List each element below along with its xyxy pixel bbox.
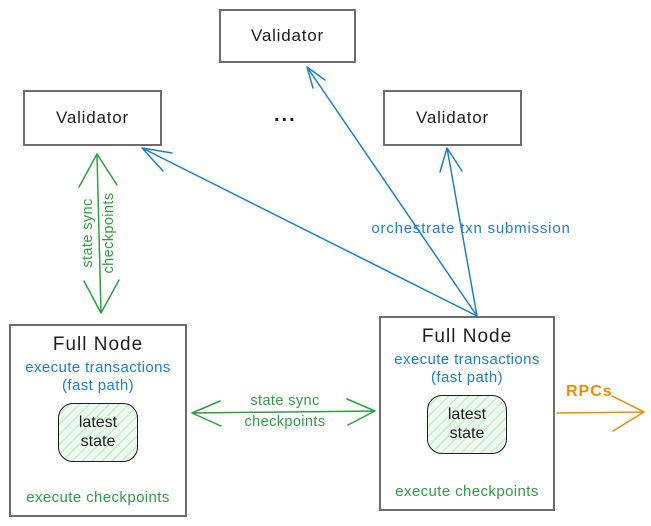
state-sync-checkpoints-horizontal-label: state sync checkpoints [244,393,326,430]
full-node-right-title: Full Node [421,326,513,347]
validator-right-label: Validator [415,108,490,127]
full-node-left-title: Full Node [52,334,144,355]
full-node-left-latest-state-box: latest state [58,403,138,462]
validator-top-box: Validator [219,9,356,63]
full-node-right-box: Full Node execute transactions (fast pat… [379,316,555,511]
full-node-right-execute-transactions: execute transactions (fast path) [394,351,540,386]
full-node-left-box: Full Node execute transactions (fast pat… [9,324,187,517]
arrow-rpcs [556,395,645,432]
validator-left-label: Validator [55,108,130,127]
full-node-left-execute-transactions: execute transactions (fast path) [25,359,171,394]
validator-right-box: Validator [383,90,522,146]
validator-top-label: Validator [250,26,325,45]
validator-left-box: Validator [23,90,162,146]
full-node-right-execute-checkpoints: execute checkpoints [395,483,539,500]
orchestrate-txn-submission-label: orchestrate txn submission [371,220,571,237]
rpcs-label: RPCs [566,383,613,400]
validators-ellipsis: ... [274,104,297,126]
full-node-right-latest-state-box: latest state [427,395,507,454]
state-sync-checkpoints-vertical-label: state sync checkpoints [80,192,117,274]
full-node-left-execute-checkpoints: execute checkpoints [26,489,170,506]
